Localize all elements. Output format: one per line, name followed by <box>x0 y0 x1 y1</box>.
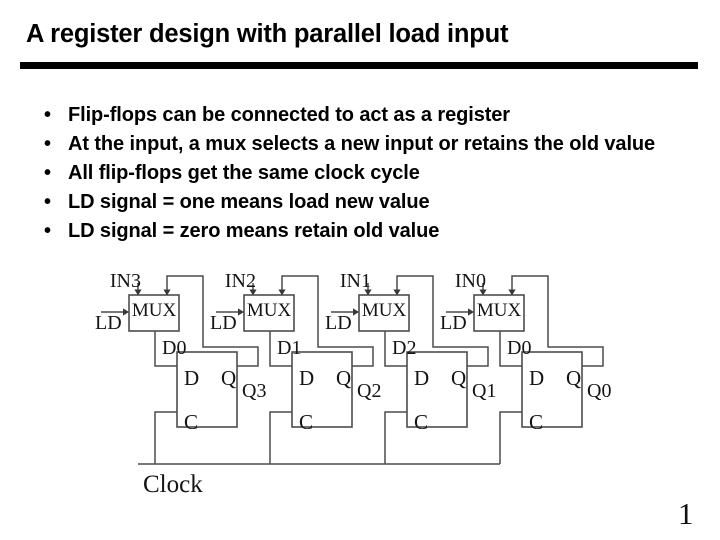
ff-c-label: C <box>184 410 198 434</box>
input-label: IN1 <box>340 270 371 292</box>
bullet-dot-icon: • <box>44 133 52 155</box>
ld-label: LD <box>95 312 122 334</box>
d-wire-label: D2 <box>392 337 416 359</box>
arrowhead-icon <box>508 289 516 296</box>
feedback-wire <box>166 275 259 367</box>
feedback-wire <box>511 275 604 367</box>
ff-c-label: C <box>529 410 543 434</box>
mux-box <box>128 294 180 332</box>
bullet-item: • Flip-flops can be connected to act as a… <box>44 101 704 130</box>
ld-label: LD <box>440 312 467 334</box>
clock-riser-wire <box>269 411 292 464</box>
bullet-text: LD signal = one means load new value <box>68 191 430 213</box>
title-rule <box>20 62 698 69</box>
bullet-item: • All flip-flops get the same clock cycle <box>44 159 704 188</box>
bullet-list: • Flip-flops can be connected to act as a… <box>44 101 704 246</box>
bullet-text: All flip-flops get the same clock cycle <box>68 162 420 184</box>
ld-label: LD <box>210 312 237 334</box>
bullet-item: • LD signal = zero means retain old value <box>44 217 704 246</box>
mux-label: MUX <box>247 300 292 321</box>
feedback-wire <box>281 275 374 367</box>
clock-riser-wire <box>499 411 522 464</box>
arrowhead-icon <box>238 308 244 316</box>
arrowhead-icon <box>249 289 257 296</box>
ff-d-label: D <box>299 366 314 390</box>
clock-label: Clock <box>143 471 203 498</box>
mux-box <box>243 294 295 332</box>
ld-label: LD <box>325 312 352 334</box>
arrowhead-icon <box>393 289 401 296</box>
clock-riser-wire <box>154 411 177 464</box>
arrowhead-icon <box>163 289 171 296</box>
mux-to-d-wire <box>499 331 522 367</box>
ff-q-label: Q <box>336 366 351 390</box>
ff-q-label: Q <box>451 366 466 390</box>
d-wire-label: D0 <box>507 337 531 359</box>
mux-label: MUX <box>362 300 407 321</box>
bullet-item: • At the input, a mux selects a new input… <box>44 130 704 159</box>
ff-d-label: D <box>529 366 544 390</box>
arrowhead-icon <box>479 289 487 296</box>
ff-c-label: C <box>414 410 428 434</box>
slide-title: A register design with parallel load inp… <box>26 20 509 48</box>
ff-q-label: Q <box>566 366 581 390</box>
arrowhead-icon <box>134 289 142 296</box>
flipflop-box <box>291 351 353 428</box>
mux-to-d-wire <box>269 331 292 367</box>
feedback-wire <box>396 275 489 367</box>
ff-q-label: Q <box>221 366 236 390</box>
ff-d-label: D <box>184 366 199 390</box>
arrowhead-icon <box>468 308 474 316</box>
bullet-dot-icon: • <box>44 191 52 213</box>
clock-riser-wire <box>384 411 407 464</box>
flipflop-box <box>521 351 583 428</box>
ff-c-label: C <box>299 410 313 434</box>
mux-box <box>473 294 525 332</box>
bullet-dot-icon: • <box>44 104 52 126</box>
bullet-dot-icon: • <box>44 162 52 184</box>
input-label: IN2 <box>225 270 256 292</box>
bullet-text: At the input, a mux selects a new input … <box>68 133 656 155</box>
bullet-text: Flip-flops can be connected to act as a … <box>68 104 510 126</box>
q-output-label: Q1 <box>472 380 496 402</box>
bullet-dot-icon: • <box>44 220 52 242</box>
d-wire-label: D0 <box>162 337 186 359</box>
arrowhead-icon <box>278 289 286 296</box>
mux-label: MUX <box>477 300 522 321</box>
arrowhead-icon <box>123 308 129 316</box>
mux-to-d-wire <box>154 331 177 367</box>
q-output-label: Q2 <box>357 380 381 402</box>
mux-box <box>358 294 410 332</box>
flipflop-box <box>406 351 468 428</box>
page-number: 1 <box>678 496 694 531</box>
input-label: IN3 <box>110 270 141 292</box>
arrowhead-icon <box>364 289 372 296</box>
ff-d-label: D <box>414 366 429 390</box>
bullet-item: • LD signal = one means load new value <box>44 188 704 217</box>
mux-to-d-wire <box>384 331 407 367</box>
d-wire-label: D1 <box>277 337 301 359</box>
q-output-label: Q3 <box>242 380 266 402</box>
flipflop-box <box>176 351 238 428</box>
q-output-label: Q0 <box>587 380 611 402</box>
input-label: IN0 <box>455 270 486 292</box>
bullet-text: LD signal = zero means retain old value <box>68 220 440 242</box>
arrowhead-icon <box>353 308 359 316</box>
mux-label: MUX <box>132 300 177 321</box>
